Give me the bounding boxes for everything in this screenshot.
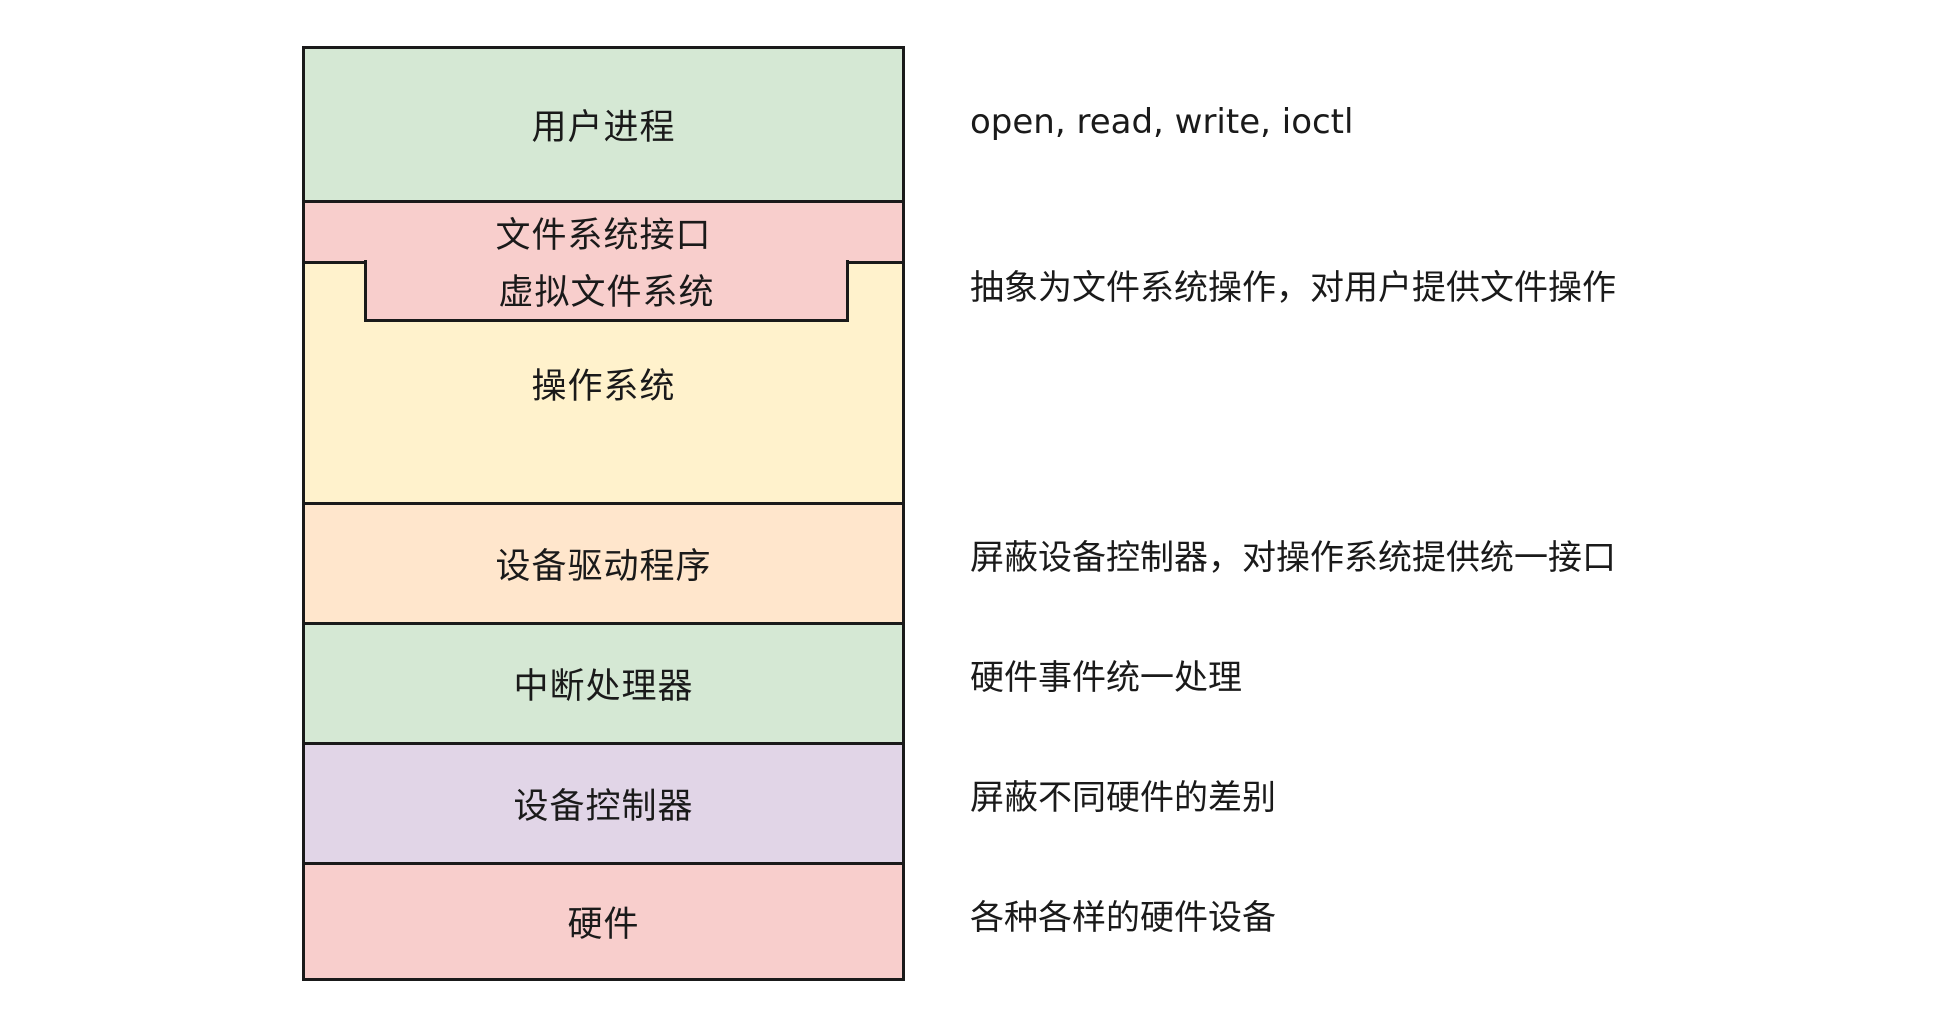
layer-interrupt-handler-label: 中断处理器 <box>513 667 694 707</box>
layer-stack: 用户进程 文件系统接口 操作系统 虚拟文件系统 设备驱动程序 中断处理器 设备控… <box>302 46 905 981</box>
desc-device-driver: 屏蔽设备控制器，对操作系统提供统一接口 <box>970 538 1616 578</box>
layer-operating-system-label: 操作系统 <box>531 367 676 407</box>
layer-user-process-label: 用户进程 <box>531 108 676 148</box>
layer-device-controller-label: 设备控制器 <box>513 787 694 827</box>
layer-device-driver-label: 设备驱动程序 <box>495 547 712 587</box>
layer-device-controller: 设备控制器 <box>305 742 902 862</box>
layer-interrupt-handler: 中断处理器 <box>305 622 902 742</box>
desc-interrupt-handler: 硬件事件统一处理 <box>970 658 1242 698</box>
desc-user-process: open, read, write, ioctl <box>970 102 1354 142</box>
layer-hardware: 硬件 <box>305 862 902 978</box>
layer-hardware-label: 硬件 <box>567 905 640 945</box>
layer-fs-interface-label: 文件系统接口 <box>495 215 712 256</box>
layer-virtual-fs-label: 虚拟文件系统 <box>498 273 715 313</box>
layer-fs-interface: 文件系统接口 <box>305 200 902 261</box>
layer-device-driver: 设备驱动程序 <box>305 502 902 622</box>
desc-file-system: 抽象为文件系统操作，对用户提供文件操作 <box>970 268 1616 308</box>
desc-device-controller: 屏蔽不同硬件的差别 <box>970 778 1276 818</box>
layer-virtual-fs: 虚拟文件系统 <box>364 260 849 322</box>
desc-hardware: 各种各样的硬件设备 <box>970 898 1276 938</box>
layer-user-process: 用户进程 <box>305 49 902 200</box>
